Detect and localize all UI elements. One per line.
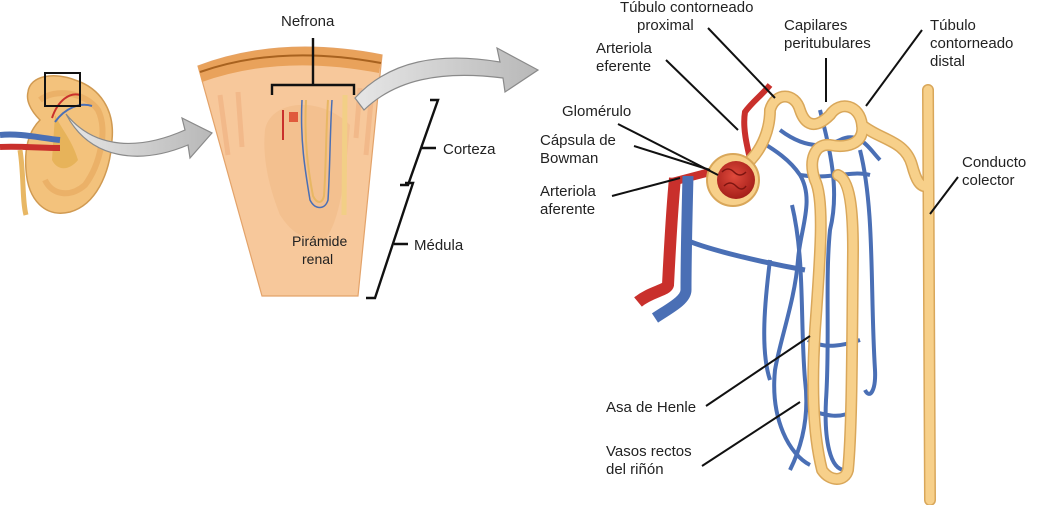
nephron-detail <box>634 83 936 505</box>
label-medula: Médula <box>414 237 464 254</box>
renal-wedge <box>197 46 383 297</box>
label-tubulo-distal-1: Túbulo <box>930 17 976 34</box>
medula-bracket <box>366 181 415 300</box>
label-conducto-2: colector <box>962 172 1015 189</box>
leader-conducto <box>929 176 959 215</box>
leader-asa-henle <box>705 335 811 407</box>
corteza-bracket <box>400 98 440 187</box>
label-piramide-2: renal <box>302 251 333 267</box>
label-vasos-rectos-2: del riñón <box>606 461 664 478</box>
label-arteriola-aferente-1: Arteriola <box>540 183 597 200</box>
label-arteriola-eferente-2: eferente <box>596 58 651 75</box>
label-tubulo-distal-2: contorneado <box>930 35 1013 52</box>
label-capsula-2: Bowman <box>540 150 598 167</box>
leader-arteriola-eferente <box>665 59 739 131</box>
leader-tubulo-proximal <box>707 27 776 99</box>
label-glomerulo: Glomérulo <box>562 103 631 120</box>
label-conducto-1: Conducto <box>962 154 1026 171</box>
label-asa-henle: Asa de Henle <box>606 399 696 416</box>
leader-vasos-rectos <box>701 401 801 467</box>
zoom-arrow-2 <box>354 46 540 111</box>
label-piramide-1: Pirámide <box>292 233 347 249</box>
leader-tubulo-distal <box>865 29 923 107</box>
label-tubulo-distal-3: distal <box>930 53 965 70</box>
nefrona-bracket <box>270 38 356 95</box>
zoom-arrow-1 <box>65 113 213 160</box>
label-capilares-1: Capilares <box>784 17 847 34</box>
leader-capsula <box>633 145 711 171</box>
kidney-illustration <box>0 72 114 216</box>
selection-box <box>44 72 81 107</box>
leader-arteriola-aferente <box>611 177 681 197</box>
label-vasos-rectos-1: Vasos rectos <box>606 443 692 460</box>
label-tubulo-proximal-1: Túbulo contorneado <box>620 0 753 16</box>
label-corteza: Corteza <box>443 141 496 158</box>
label-capilares-2: peritubulares <box>784 35 871 52</box>
label-arteriola-aferente-2: aferente <box>540 201 595 218</box>
label-nefrona: Nefrona <box>281 13 335 30</box>
label-arteriola-eferente-1: Arteriola <box>596 40 653 57</box>
label-capsula-1: Cápsula de <box>540 132 616 149</box>
label-tubulo-proximal-2: proximal <box>637 17 694 34</box>
